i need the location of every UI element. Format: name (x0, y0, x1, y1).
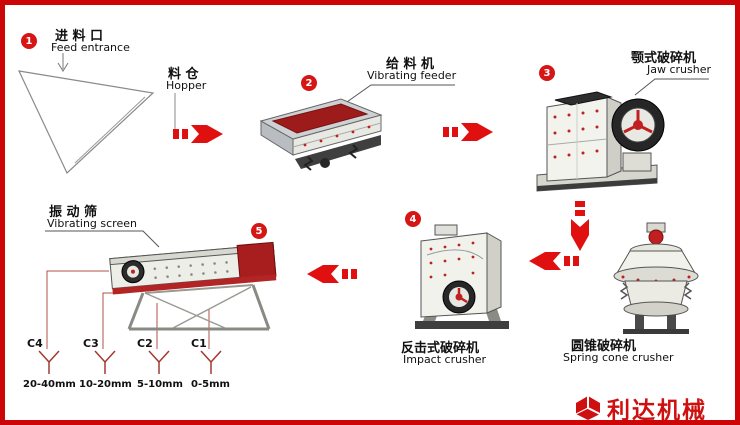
logo-icon (575, 396, 601, 420)
output-code: C1 (191, 337, 207, 350)
hopper-label-en: Hopper (166, 79, 207, 92)
impact-label-en: Impact crusher (403, 353, 487, 366)
flow-arrow-right-2 (443, 123, 493, 141)
output-funnel-icon (200, 350, 222, 374)
connector-lines (17, 53, 709, 349)
flow-arrow-right-1 (173, 125, 223, 143)
stage-number-2: 2 (301, 75, 317, 91)
flow-arrow-down (571, 201, 589, 251)
flow-arrow-left-2 (307, 265, 357, 283)
jaw-label-pointer (634, 78, 709, 96)
feed-entrance-label-en: Feed entrance (51, 41, 130, 54)
cone-crusher-illustration (613, 222, 699, 334)
output-size: 0-5mm (191, 379, 230, 390)
feed-marker-arrow (57, 62, 69, 72)
output-line-c4 (46, 270, 109, 349)
output-c3: C3 10-20mm (77, 335, 133, 391)
jaw-label-en: Jaw crusher (647, 63, 712, 76)
output-code: C3 (83, 337, 99, 350)
feeder-label-en: Vibrating feeder (367, 69, 457, 82)
output-size: 10-20mm (79, 379, 132, 390)
output-code: C2 (137, 337, 153, 350)
stage-number-4: 4 (405, 211, 421, 227)
jaw-label-cn: 颚式破碎机 (631, 51, 697, 66)
output-funnel-icon (38, 350, 60, 374)
impact-label-cn: 反击式破碎机 (401, 341, 480, 356)
stage-number-3: 3 (539, 65, 555, 81)
hopper-label-cn: 料 仓 (168, 67, 199, 82)
feeder-label-cn: 给 料 机 (386, 57, 435, 72)
vibrating-feeder-illustration (259, 98, 383, 171)
hopper-outline (17, 70, 155, 174)
logo-text: 利达机械 (607, 398, 707, 424)
output-size: 5-10mm (137, 379, 183, 390)
output-funnel-icon (148, 350, 170, 374)
feeder-label-pointer (336, 84, 455, 110)
jaw-flywheel (611, 98, 665, 152)
output-code: C4 (27, 337, 43, 350)
vibrating-screen-illustration (109, 241, 277, 331)
output-c1: C1 0-5mm (183, 335, 239, 391)
output-size: 20-40mm (23, 379, 76, 390)
brand-logo: 利达机械 (575, 391, 707, 424)
screen-label-en: Vibrating screen (47, 217, 137, 230)
cone-label-en: Spring cone crusher (563, 351, 674, 364)
screen-label-cn: 振 动 筛 (49, 205, 98, 220)
feeder-motor (320, 158, 330, 168)
jaw-crusher-illustration (536, 91, 665, 192)
impact-crusher-illustration (415, 224, 509, 329)
feed-entrance-label-cn: 进 料 口 (55, 29, 104, 44)
hopper-inner-line (74, 96, 146, 164)
screen-motor (121, 260, 145, 284)
impact-rotor-wheel (442, 280, 476, 314)
cone-label-cn: 圆锥破碎机 (571, 339, 637, 354)
flow-arrow-left-1 (529, 252, 579, 270)
output-c4: C4 20-40mm (21, 335, 77, 391)
screen-label-pointer (45, 230, 160, 248)
output-c2: C2 5-10mm (131, 335, 187, 391)
stage-number-5: 5 (251, 223, 267, 239)
output-funnel-icon (94, 350, 116, 374)
stage-number-1: 1 (21, 33, 37, 49)
